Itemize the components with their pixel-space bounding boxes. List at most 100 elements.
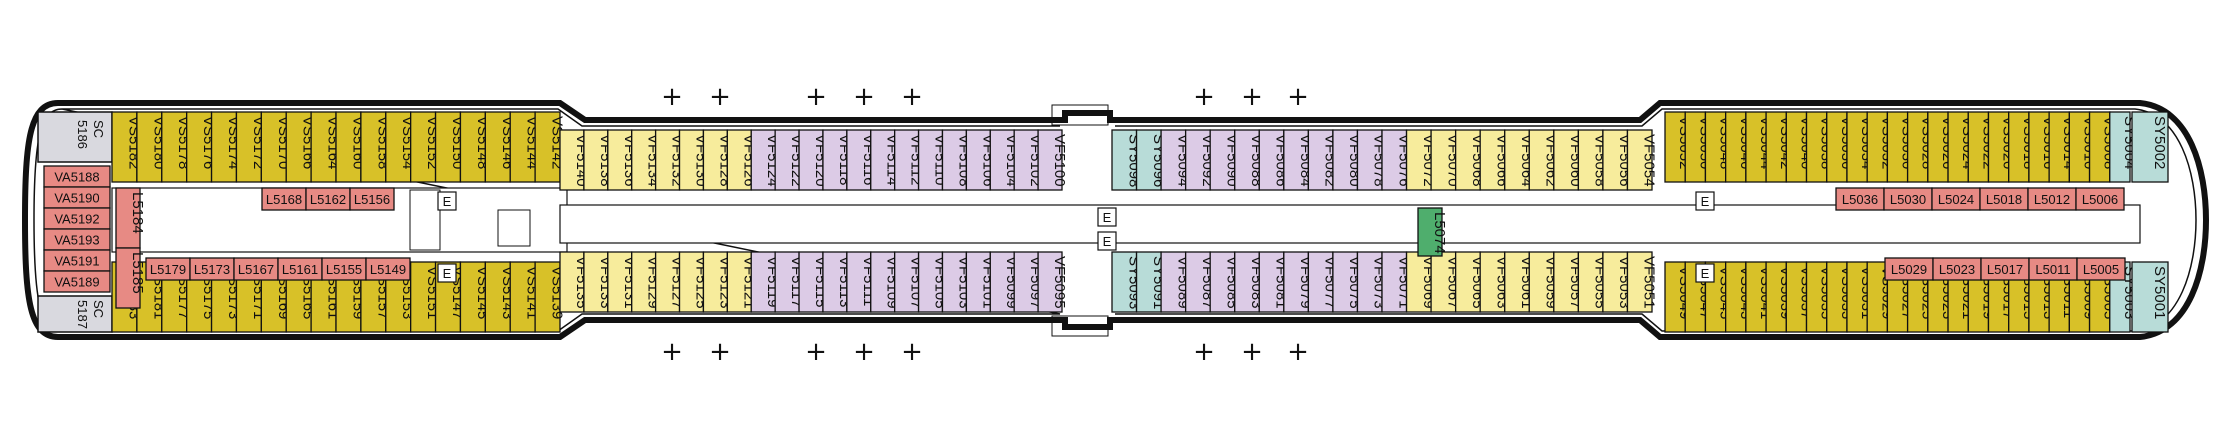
lifeboat-mark: + [1241,337,1263,367]
elevator-label: E [1701,266,1710,281]
cabin-number: L5011 [2035,262,2070,277]
mid2-bottom-cabin[interactable]: VF5051 [1626,251,1658,313]
interior-cabin[interactable]: L5030 [1883,187,1933,211]
interior-cabin[interactable]: L5168 [261,187,307,211]
interior-cabin[interactable]: L5149 [365,257,411,281]
cabin-number: L5006 [2082,192,2118,207]
elevator-label: E [1701,194,1710,209]
mid2-bottom-cabin[interactable]: VF5075 [1332,251,1363,313]
cabin-box [1135,129,1162,191]
aft-bottom-cabin[interactable]: VS5141 [509,261,541,333]
cabin-box [186,111,213,183]
mid2-top-cabin[interactable]: VF5062 [1528,129,1560,191]
cabin-box [2109,111,2131,183]
fwd-corner-suite[interactable]: SY5002 [2131,111,2169,183]
interior-cabin[interactable]: L5185 [115,247,146,309]
va-stern-cabin[interactable]: VA5189 [43,270,111,293]
mid2-bottom-cabin[interactable]: VF5081 [1258,251,1290,313]
interior-cabin[interactable]: L5184 [115,187,146,249]
cabin-box [1577,251,1604,313]
sc-cabin-label: SC [91,120,106,138]
cabin-box [1626,129,1653,191]
cabin-box [1577,129,1604,191]
lifeboat-mark: + [901,82,923,112]
cabin-box [1479,129,1506,191]
cabin-number: SY5002 [2151,116,2168,169]
interior-cabin[interactable]: L5155 [321,257,367,281]
cabin-number: L5017 [1987,262,2023,277]
cabin-box [534,261,561,333]
elevator-icon: E [1695,263,1715,283]
cabin-number: L5030 [1890,192,1926,207]
cabin-number: L5173 [194,262,230,277]
interior-cabin[interactable]: L5161 [277,257,323,281]
cabin-box [1356,129,1383,191]
cabin-number: SY5001 [2151,266,2168,319]
cabin-box [1417,207,1443,257]
va-stern-cabin[interactable]: VA5193 [43,228,111,251]
lifeboat-mark: + [1241,82,1263,112]
interior-cabin[interactable]: L5011 [2028,257,2078,281]
lifeboat-mark: + [1287,337,1309,367]
cabin-box [1405,251,1432,313]
cabin-box [43,270,111,293]
cabin-box [1234,251,1260,313]
mark-layer: ++++++++++++++++ [661,82,1309,367]
interior-cabin[interactable]: L5173 [189,257,235,281]
aft-grey-block-top [37,111,113,163]
interior-cabin[interactable]: L5012 [2027,187,2077,211]
interior-cabin[interactable]: L5162 [305,187,351,211]
cabin-box [1454,251,1481,313]
aft-bottom-cabin[interactable]: VS5151 [410,261,441,333]
mid2-top-cabin[interactable]: VF5054 [1626,129,1658,191]
lifeboat-mark: + [1287,82,1309,112]
cabin-box [2076,257,2126,281]
cabin-box [1454,129,1481,191]
elevator-icon: E [437,191,457,211]
cabin-box [1307,251,1334,313]
interior-cabin[interactable]: L5018 [1979,187,2029,211]
cabin-box [484,261,511,333]
cabin-number: L5156 [354,192,390,207]
aft-top-cabin[interactable]: VS5150 [434,111,466,183]
mid1-top-cabin[interactable]: VF5100 [1037,129,1068,191]
cabin-box [2131,261,2169,333]
elevator-icon: E [437,263,457,283]
cabin-box [484,111,511,183]
interior-cabin[interactable]: L5017 [1980,257,2030,281]
interior-cabin[interactable]: L5024 [1931,187,1981,211]
fwd-corner-suite[interactable]: SY5001 [2131,261,2169,333]
cabin-number: VF5100 [1051,134,1068,187]
va-stern-cabin[interactable]: VA5188 [43,165,111,188]
lifeboat-mark: + [1193,337,1215,367]
interior-cabin[interactable]: L5036 [1835,187,1885,211]
aft-top-cabin[interactable]: VS5180 [136,111,167,183]
cabin-number: L5155 [326,262,362,277]
cabin-box [161,111,188,183]
va-stern-cabin[interactable]: VA5190 [43,186,111,209]
interior-cabin[interactable]: L5179 [145,257,191,281]
interior-cabin-green[interactable]: L5074 [1417,207,1448,257]
interior-cabin[interactable]: L5023 [1932,257,1982,281]
interior-cabin[interactable]: L5029 [1884,257,1934,281]
interior-cabin[interactable]: L5167 [233,257,279,281]
aft-top-cabin[interactable]: VS5182 [111,111,142,183]
cabin-number: VF5095 [1051,256,1068,309]
mid1-bottom-cabin[interactable]: VF5095 [1037,251,1068,313]
va-stern-cabin[interactable]: VA5191 [43,249,111,272]
mid2-bottom-cabin[interactable]: VF5089 [1160,251,1191,313]
mid2-bottom-cabin[interactable]: SY5091 [1135,251,1167,313]
mid2-bottom-cabin[interactable]: VF5083 [1234,251,1265,313]
interior-cabin[interactable]: L5156 [349,187,395,211]
lifeboat-mark: + [853,82,875,112]
cabin-number: L5179 [150,262,186,277]
interior-cabin[interactable]: L5006 [2075,187,2125,211]
cabin-number: L5036 [1842,192,1878,207]
cabin-box [310,111,337,183]
interior-cabin[interactable]: L5005 [2076,257,2126,281]
cabin-box [1602,251,1629,313]
va-stern-cabin[interactable]: VA5192 [43,207,111,230]
elevator-label: E [443,266,452,281]
